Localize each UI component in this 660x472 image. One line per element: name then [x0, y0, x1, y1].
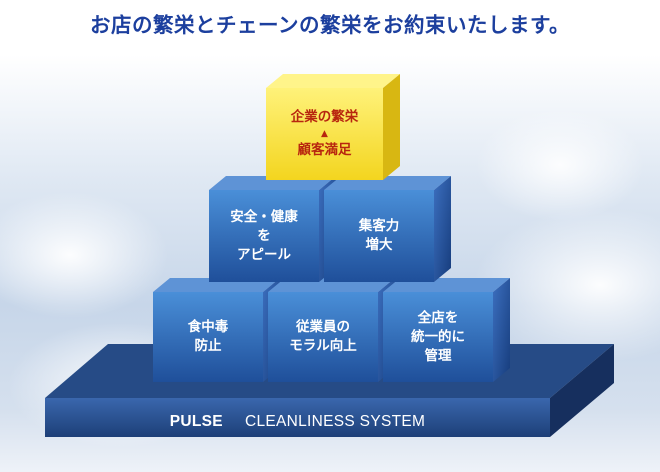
bottom-block-1-line: 食中毒	[187, 319, 229, 335]
middle-block-2-line: 増大	[365, 237, 393, 253]
top-block-label: 企業の繁栄 ▲ 顧客満足	[266, 88, 383, 180]
middle-block-1-line: アピール	[237, 246, 291, 263]
base-label: PULSE CLEANLINESS SYSTEM	[45, 404, 550, 440]
middle-block-label-2: 集客力 増大	[324, 190, 434, 282]
cube-unified-management	[383, 278, 510, 382]
triangle-up-icon: ▲	[321, 129, 328, 139]
bottom-block-3-line: 統一的に	[411, 328, 465, 345]
middle-block-1-line: 安全・健康	[230, 208, 298, 225]
system-name: CLEANLINESS SYSTEM	[244, 413, 426, 430]
cube-staff-morale	[268, 278, 395, 382]
middle-block-1-line: を	[257, 227, 271, 244]
bottom-block-2-line: モラル向上	[289, 338, 357, 354]
middle-block-2-line: 集客力	[358, 218, 400, 234]
top-block-line1: 企業の繁栄	[290, 109, 359, 125]
bottom-block-3-line: 管理	[424, 347, 452, 364]
bottom-block-3-line: 全店を	[417, 309, 459, 326]
headline: お店の繁栄とチェーンの繁栄をお約束いたします。	[90, 13, 570, 37]
cube-customer-draw	[324, 176, 451, 282]
bottom-block-2-line: 従業員の	[296, 319, 350, 335]
top-block-line2: 顧客満足	[297, 142, 352, 158]
brand-name: PULSE	[169, 413, 223, 430]
bottom-block-label-1: 食中毒 防止	[153, 292, 263, 382]
bottom-block-label-2: 従業員の モラル向上	[268, 292, 378, 382]
bottom-block-1-line: 防止	[194, 338, 222, 354]
bottom-block-label-3: 全店を 統一的に 管理	[383, 292, 493, 382]
cube-corporate-prosperity	[266, 74, 400, 180]
middle-block-label-1: 安全・健康 を アピール	[209, 190, 319, 282]
